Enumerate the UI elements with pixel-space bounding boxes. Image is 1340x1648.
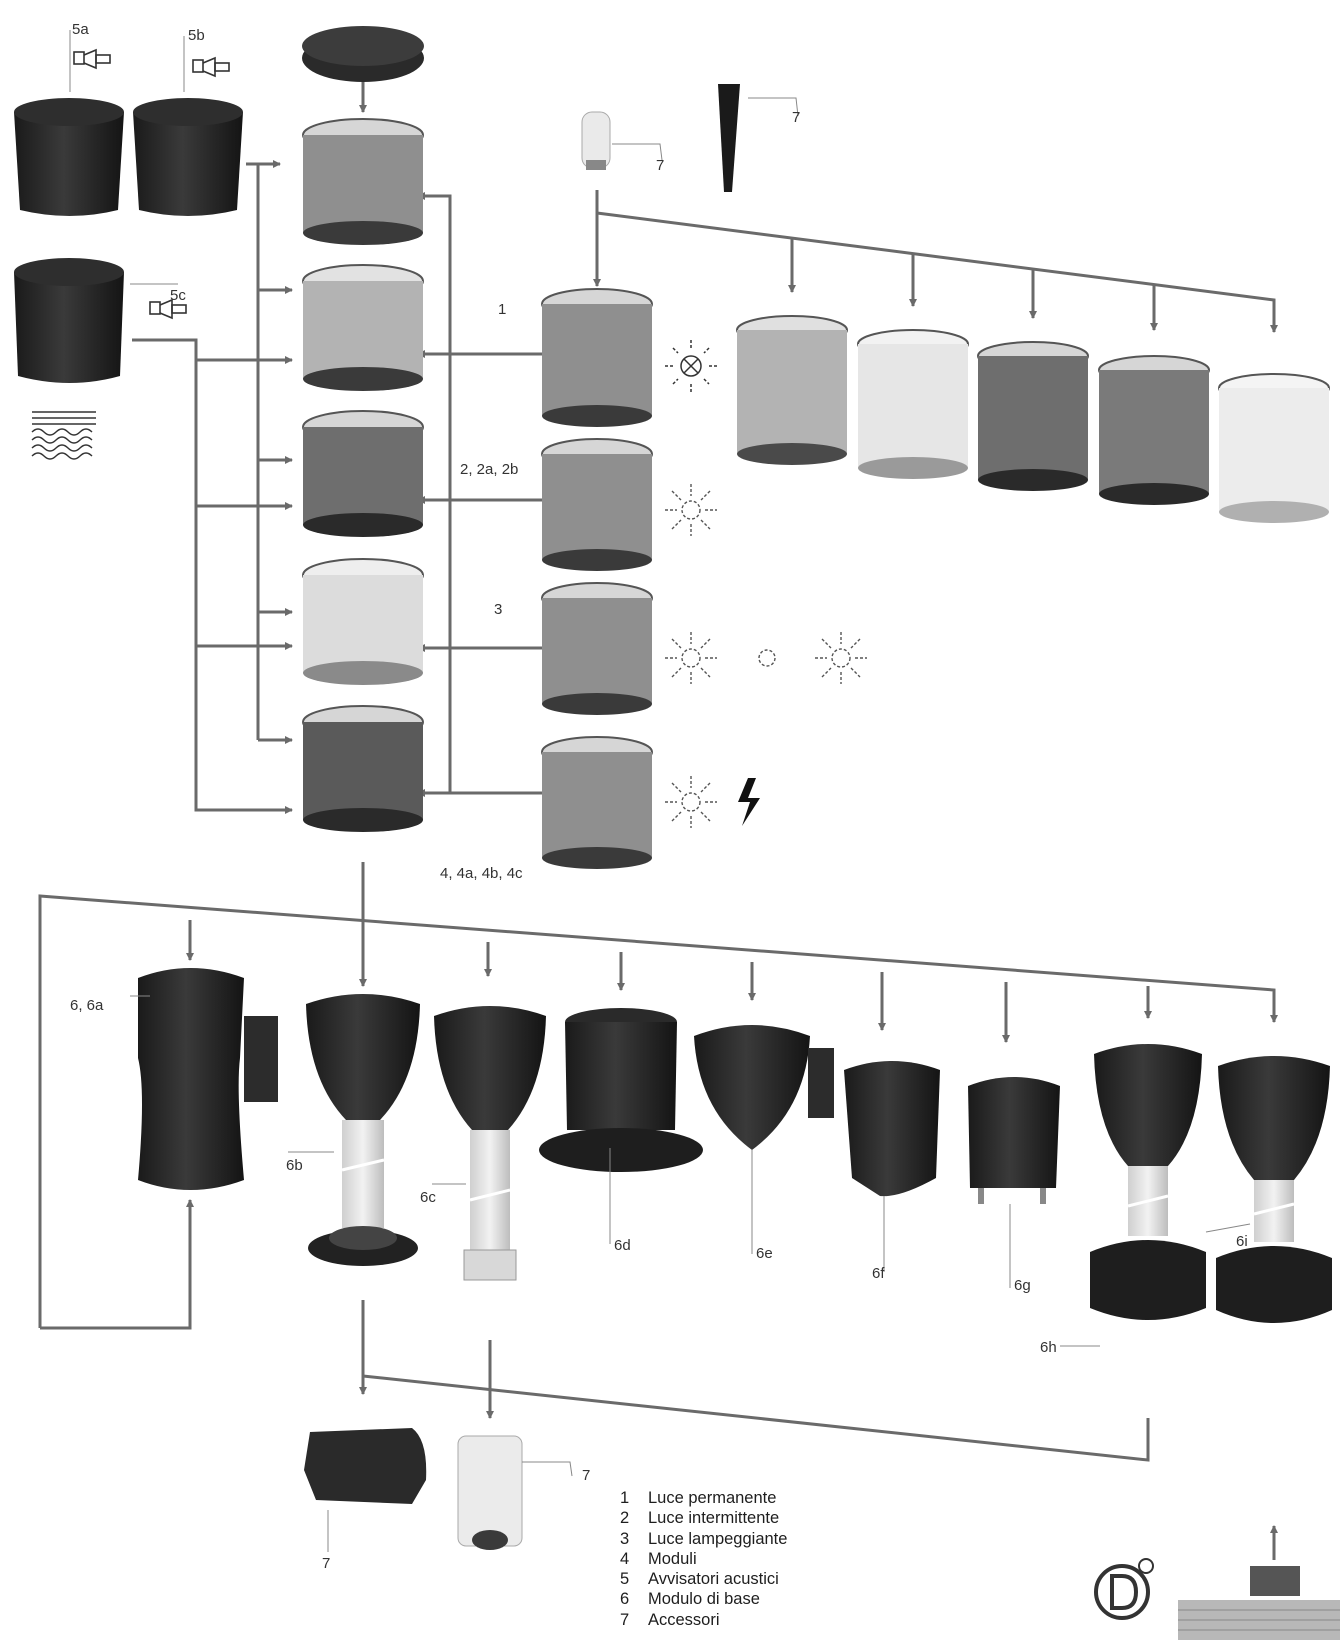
cable-connector xyxy=(1178,1566,1340,1640)
horn-5c xyxy=(14,258,124,383)
color-module-green xyxy=(1098,355,1210,505)
part-labels: 5a 5b 5c 1 2, 2a, 2b 3 4, 4a, 4b, 4c 6, … xyxy=(70,21,1248,1572)
horn-5a xyxy=(14,98,124,216)
horn-icon xyxy=(73,48,230,320)
label-6h: 6h xyxy=(1040,1339,1057,1356)
accessory-leaders xyxy=(327,1461,573,1552)
label-6d: 6d xyxy=(614,1237,631,1254)
label-7-bulb: 7 xyxy=(792,109,800,126)
color-module-red xyxy=(977,341,1089,491)
label-1: 1 xyxy=(498,301,506,318)
bulb-lamp xyxy=(718,84,740,192)
top-cover xyxy=(302,26,424,82)
label-5a: 5a xyxy=(72,21,89,38)
stack-module-blue xyxy=(302,705,424,832)
led-lamp xyxy=(581,111,611,170)
label-6: 6, 6a xyxy=(70,997,104,1014)
lamp-leaders xyxy=(612,97,799,161)
base-6-6a xyxy=(138,968,278,1190)
label-6g: 6g xyxy=(1014,1277,1031,1294)
label-2: 2, 2a, 2b xyxy=(460,461,518,478)
stack-module-white xyxy=(302,558,424,685)
base-6e xyxy=(694,1025,834,1150)
accessory-cap xyxy=(304,1428,427,1504)
color-module-clear xyxy=(1218,373,1330,523)
connector-arrows xyxy=(38,80,1278,1560)
label-6e: 6e xyxy=(756,1245,773,1262)
stack-module-green xyxy=(302,118,424,245)
steady-light-icon xyxy=(665,340,717,392)
label-leaders xyxy=(69,30,185,285)
label-7-cap: 7 xyxy=(322,1555,330,1572)
color-module-yellow xyxy=(736,315,848,465)
stack-module-yellow xyxy=(302,264,424,391)
flash-light-icon xyxy=(665,484,867,828)
d-logo-icon xyxy=(1094,1558,1154,1620)
base-leaders xyxy=(130,995,1251,1347)
accessory-lamp xyxy=(457,1435,523,1550)
base-6b xyxy=(306,994,420,1266)
label-6b: 6b xyxy=(286,1157,303,1174)
label-6c: 6c xyxy=(420,1189,436,1206)
light-module-4 xyxy=(541,736,653,869)
base-6i xyxy=(1216,1056,1332,1323)
sound-wave-icon xyxy=(31,411,96,460)
label-7-lamp: 7 xyxy=(582,1467,590,1484)
label-5b: 5b xyxy=(188,27,205,44)
base-6f xyxy=(844,1061,940,1197)
color-module-white xyxy=(857,329,969,479)
light-module-3 xyxy=(541,582,653,715)
label-3: 3 xyxy=(494,601,502,618)
base-6g xyxy=(968,1077,1060,1204)
light-module-1 xyxy=(541,288,653,427)
label-4: 4, 4a, 4b, 4c xyxy=(440,865,523,882)
light-module-2 xyxy=(541,438,653,571)
stack-module-red xyxy=(302,410,424,537)
base-6d xyxy=(539,1008,703,1172)
horn-5b xyxy=(133,98,243,216)
label-6f: 6f xyxy=(872,1265,885,1282)
label-5c: 5c xyxy=(170,287,186,304)
label-7-led: 7 xyxy=(656,157,664,174)
lightning-icon xyxy=(738,778,760,826)
base-6h xyxy=(1090,1044,1206,1320)
base-6c xyxy=(434,1006,546,1281)
label-6i: 6i xyxy=(1236,1233,1248,1250)
